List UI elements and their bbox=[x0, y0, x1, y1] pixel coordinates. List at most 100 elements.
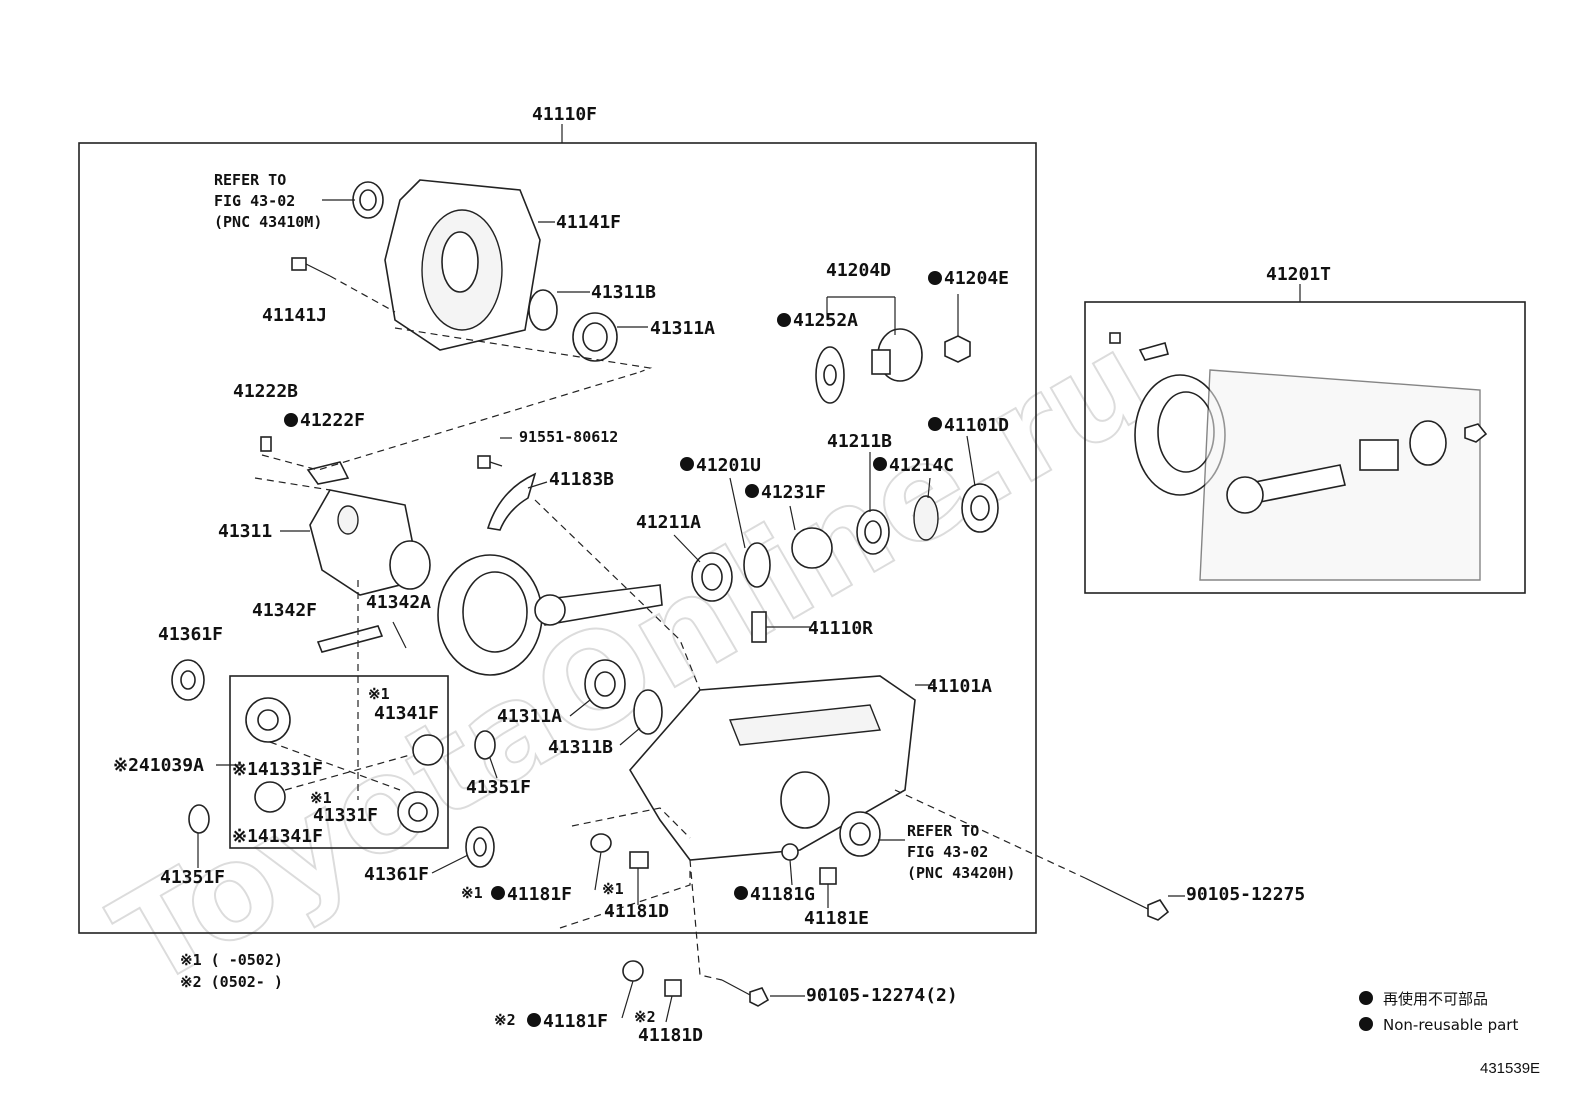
sub-assembly-frame bbox=[1084, 301, 1526, 594]
label-41181F-mid: 41181F bbox=[507, 884, 572, 905]
label-41361F-top: 41361F bbox=[158, 624, 223, 645]
lock-plate-41222F bbox=[306, 461, 350, 485]
label-90105-12274: 90105-12274(2) bbox=[806, 985, 958, 1006]
label-41351F-left: 41351F bbox=[160, 867, 225, 888]
label-41311A-bottom: 41311A bbox=[497, 706, 562, 727]
ring-gear-and-pinion bbox=[437, 554, 663, 676]
non-reusable-dot bbox=[745, 484, 759, 498]
bearing-41211A bbox=[691, 552, 733, 602]
label-41110R: 41110R bbox=[808, 618, 873, 639]
pin-41342A bbox=[392, 621, 407, 649]
oil-seal-top bbox=[352, 181, 384, 219]
label-41331F-right: 41331F bbox=[313, 805, 378, 826]
label-41181G: 41181G bbox=[750, 884, 815, 905]
gasket-41181F-bottom bbox=[622, 960, 644, 982]
diagram-code: 431539E bbox=[1480, 1060, 1540, 1077]
non-reusable-dot bbox=[928, 417, 942, 431]
label-assembly-41110F: 41110F bbox=[532, 104, 597, 125]
pinion-shaft-41342F bbox=[316, 625, 384, 653]
nut-41204E bbox=[944, 335, 971, 363]
bolt-90105-12274 bbox=[721, 979, 770, 1007]
label-41101D: 41101D bbox=[944, 415, 1009, 436]
label-41141J: 41141J bbox=[262, 305, 327, 326]
washer-41252A bbox=[815, 346, 845, 404]
thrust-washer-41361F-bottom bbox=[465, 826, 495, 868]
oil-seal-41101D bbox=[961, 483, 999, 533]
label-41181D-bottom-mark: ※2 bbox=[634, 1008, 656, 1026]
legend-dot-en bbox=[1359, 1017, 1373, 1031]
footnote-1: ※1 ( -0502) bbox=[180, 951, 283, 969]
label-41039A: ※241039A bbox=[113, 755, 204, 776]
label-41231F: 41231F bbox=[761, 482, 826, 503]
label-refer-top-line3: (PNC 43410M) bbox=[214, 213, 322, 231]
label-41331F-right-mark: ※1 bbox=[310, 789, 332, 807]
label-41201U: 41201U bbox=[696, 455, 761, 476]
label-refer-top-line1: REFER TO bbox=[214, 171, 286, 189]
label-41181D-mid-mark: ※1 bbox=[602, 880, 624, 898]
label-41341F-top-mark: ※1 bbox=[368, 685, 390, 703]
label-41311: 41311 bbox=[218, 521, 272, 542]
label-41211A: 41211A bbox=[636, 512, 701, 533]
gear-kit-41201T-illustration bbox=[1109, 332, 1488, 581]
label-41181F-bottom: 41181F bbox=[543, 1011, 608, 1032]
label-refer-bottom-line3: (PNC 43420H) bbox=[907, 864, 1015, 882]
non-reusable-dot bbox=[928, 271, 942, 285]
label-41211B: 41211B bbox=[827, 431, 892, 452]
label-41204D: 41204D bbox=[826, 260, 891, 281]
companion-flange-41204D bbox=[871, 328, 923, 382]
non-reusable-dot bbox=[527, 1013, 541, 1027]
label-90105-12275: 90105-12275 bbox=[1186, 884, 1305, 905]
shim-41311B-top bbox=[528, 289, 558, 331]
shim-41311B-bottom bbox=[633, 689, 663, 735]
label-41311B-bottom: 41311B bbox=[548, 737, 613, 758]
non-reusable-dot bbox=[734, 886, 748, 900]
differential-cover-41141F bbox=[384, 179, 541, 351]
bolt-91551-80612 bbox=[477, 455, 503, 469]
carrier-housing-41101A bbox=[629, 675, 916, 861]
legend-text-en: Non-reusable part bbox=[1383, 1016, 1518, 1034]
spacer-41231F bbox=[791, 527, 833, 569]
label-41361F-bottom: 41361F bbox=[364, 864, 429, 885]
label-41342F: 41342F bbox=[252, 600, 317, 621]
bearing-41311A-bottom bbox=[584, 659, 626, 709]
washer-41351F-left bbox=[188, 804, 210, 834]
label-41351F-mid: 41351F bbox=[466, 777, 531, 798]
label-41342A: 41342A bbox=[366, 592, 431, 613]
label-41181F-bottom-mark: ※2 bbox=[494, 1011, 516, 1029]
label-assembly-41201T: 41201T bbox=[1266, 264, 1331, 285]
non-reusable-dot bbox=[680, 457, 694, 471]
label-41204E: 41204E bbox=[944, 268, 1009, 289]
label-refer-top-line2: FIG 43-02 bbox=[214, 192, 295, 210]
plug-41181D-bottom bbox=[664, 979, 682, 997]
footnote-2: ※2 (0502- ) bbox=[180, 973, 283, 991]
seal-41201U bbox=[743, 542, 771, 588]
label-41181E: 41181E bbox=[804, 908, 869, 929]
label-41341F-top: 41341F bbox=[374, 703, 439, 724]
non-reusable-dot bbox=[491, 886, 505, 900]
label-41252A: 41252A bbox=[793, 310, 858, 331]
bearing-41311A-top bbox=[572, 312, 618, 362]
label-41222F: 41222F bbox=[300, 410, 365, 431]
non-reusable-dot bbox=[873, 457, 887, 471]
label-41181F-mid-mark: ※1 bbox=[461, 884, 483, 902]
pinion-gear-41341F-top bbox=[412, 734, 444, 766]
label-41214C: 41214C bbox=[889, 455, 954, 476]
legend-text-jp: 再使用不可部品 bbox=[1383, 990, 1488, 1008]
label-41311B-top: 41311B bbox=[591, 282, 656, 303]
label-41331F-left: ※141331F bbox=[232, 759, 323, 780]
label-41341F-bottom: ※141341F bbox=[232, 826, 323, 847]
label-refer-bottom-line1: REFER TO bbox=[907, 822, 979, 840]
bolt-41141J bbox=[291, 257, 331, 277]
label-41183B: 41183B bbox=[549, 469, 614, 490]
non-reusable-dot bbox=[777, 313, 791, 327]
label-41181D-bottom: 41181D bbox=[638, 1025, 703, 1046]
oil-seal-side bbox=[839, 811, 881, 857]
pinion-gear-41341F-bottom bbox=[254, 781, 286, 813]
label-41311A-top: 41311A bbox=[650, 318, 715, 339]
label-41141F: 41141F bbox=[556, 212, 621, 233]
differential-pinion-subframe bbox=[229, 675, 449, 849]
legend-dot-jp bbox=[1359, 991, 1373, 1005]
non-reusable-dot bbox=[284, 413, 298, 427]
label-91551-80612: 91551-80612 bbox=[519, 428, 618, 446]
